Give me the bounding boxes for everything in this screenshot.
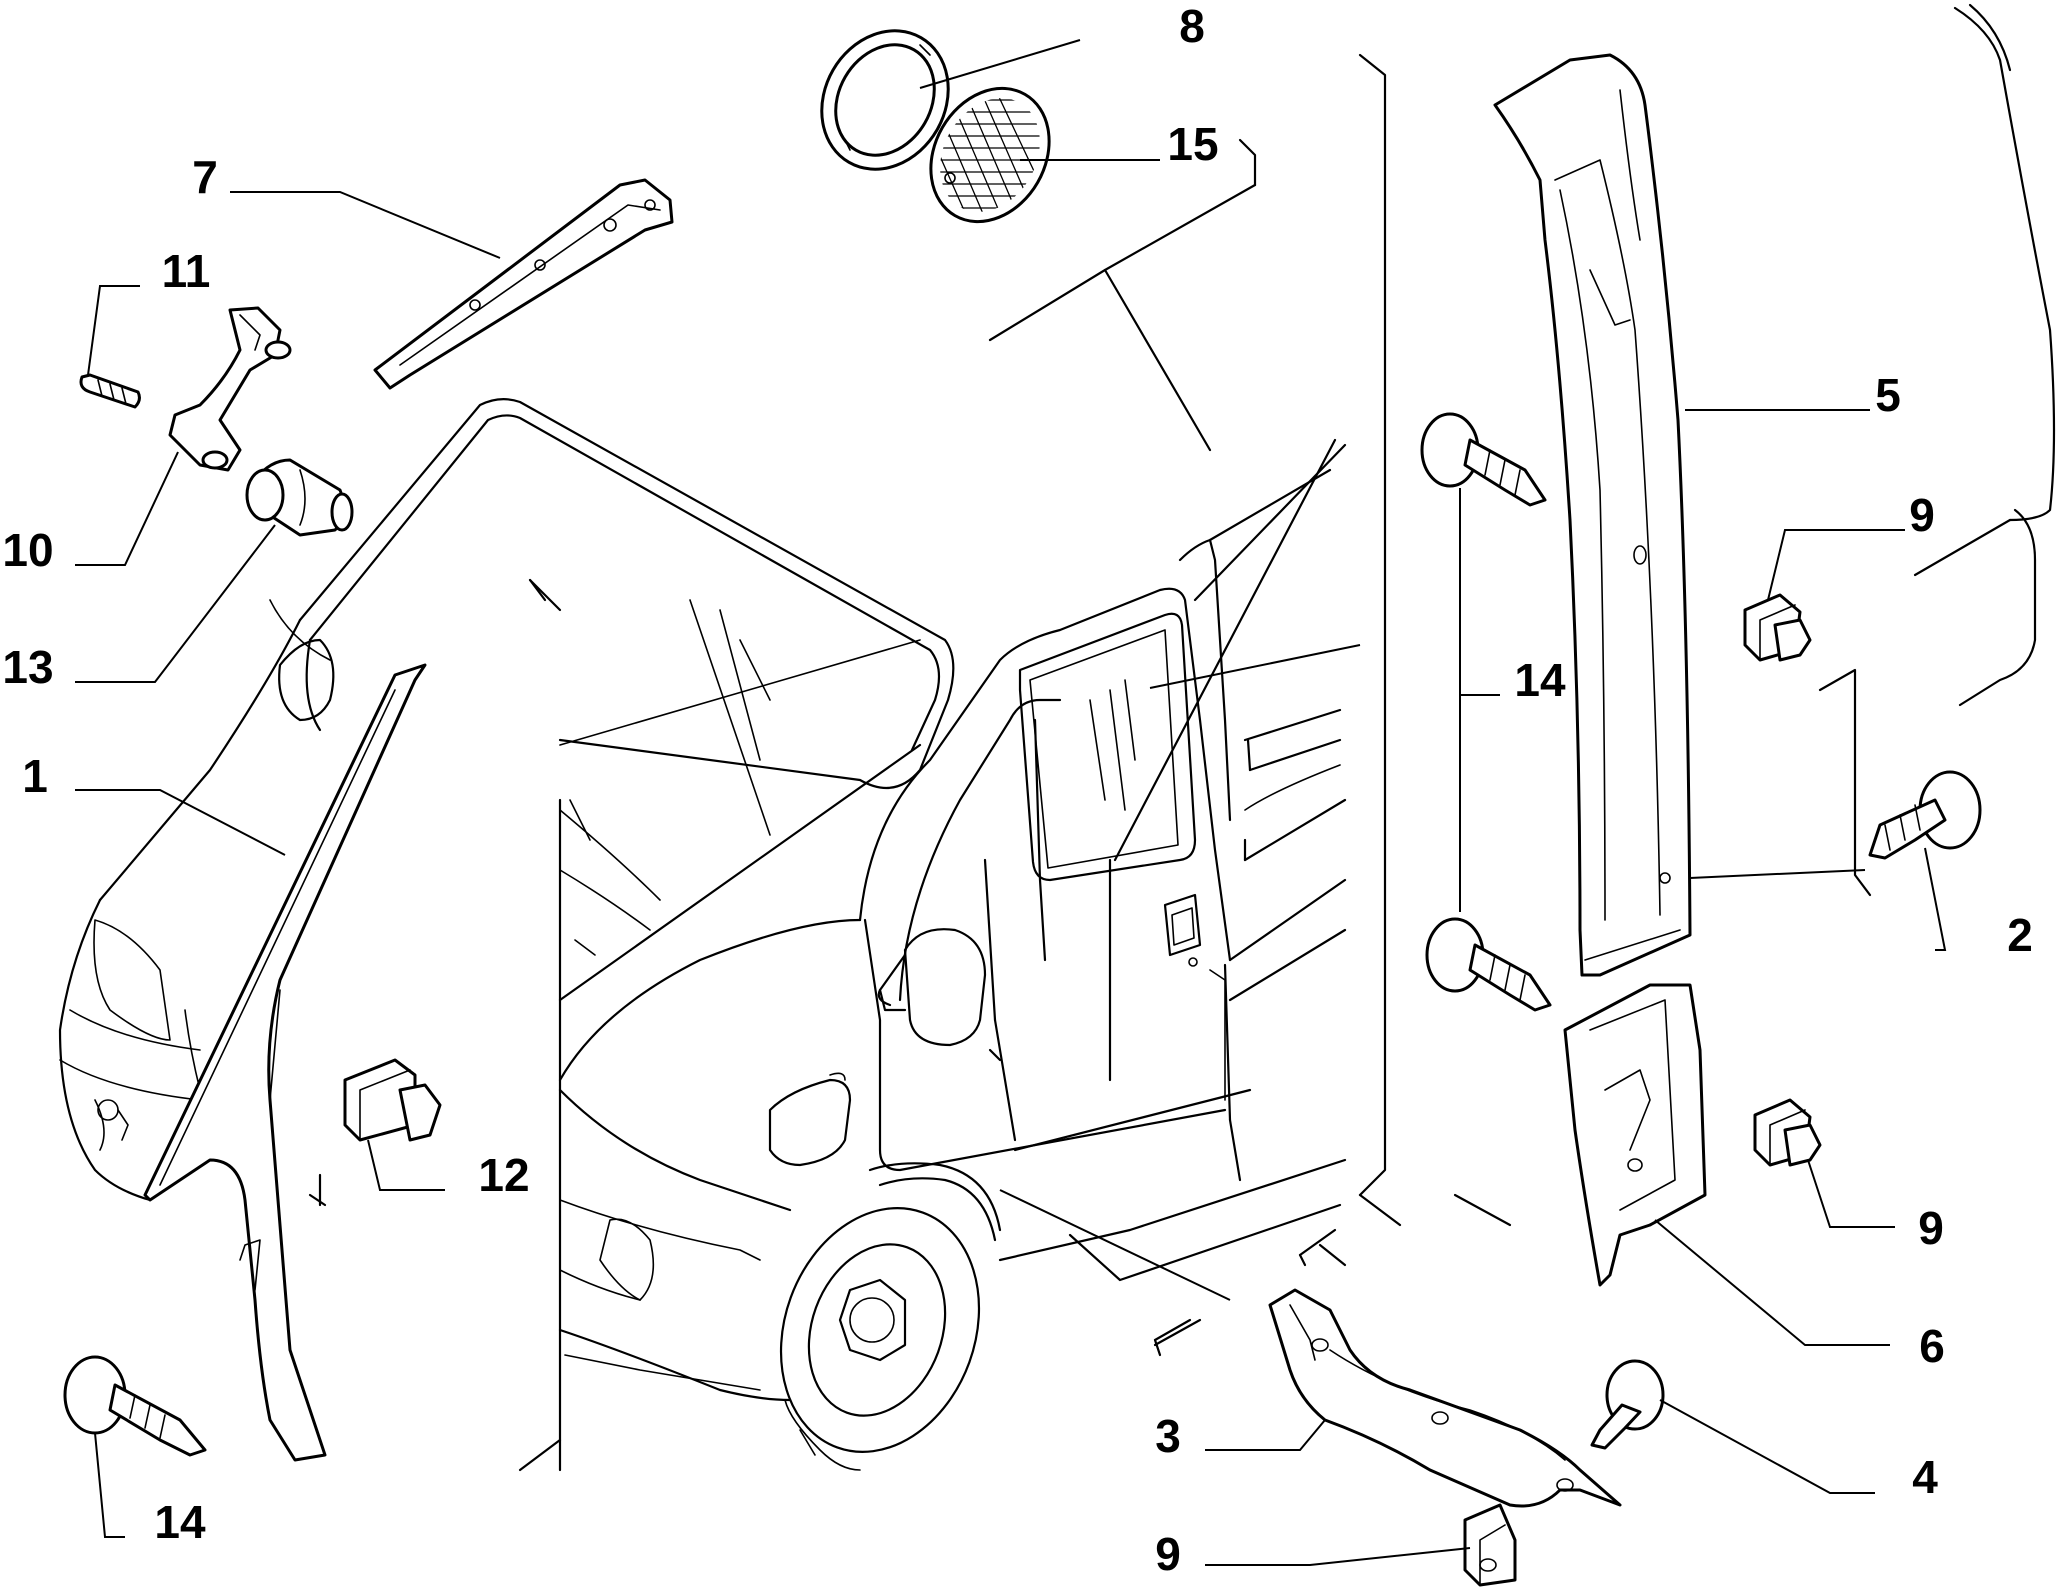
- part-9-clip-lower: [1463, 1503, 1517, 1587]
- callout-15: 15: [1167, 118, 1218, 170]
- part-7-roof-strip: [373, 178, 674, 390]
- part-3-sill-trim: [1268, 1288, 1622, 1508]
- part-9-clip-upper: [1743, 593, 1812, 662]
- part-4-screw: [1590, 1359, 1665, 1450]
- callout-10: 10: [2, 524, 53, 576]
- callout-5: 5: [1875, 369, 1901, 421]
- callout-7: 7: [192, 151, 218, 203]
- callout-14-bottom-left: 14: [154, 1496, 206, 1548]
- part-10-bracket: [168, 306, 292, 472]
- callout-11: 11: [162, 245, 211, 297]
- part-15-mesh-grille: [920, 80, 1060, 230]
- callout-9-lower: 9: [1155, 1528, 1181, 1580]
- part-6-b-pillar-lower: [1563, 983, 1707, 1287]
- part-9-clip-middle: [1753, 1098, 1822, 1167]
- part-2-screw: [1868, 770, 1982, 860]
- callout-1: 1: [22, 750, 48, 802]
- part-1-a-pillar-trim: [143, 663, 427, 1462]
- part-12-clip: [343, 1058, 442, 1142]
- part-14-screw-bottom-left: [63, 1355, 207, 1457]
- part-13-knob: [245, 458, 354, 537]
- part-14-screw-top: [1420, 412, 1547, 507]
- callout-labels: 8 15 7 11 10 13 1 12 14 14 5 9 2 9 6 3 4…: [2, 0, 2032, 1580]
- callout-9-upper: 9: [1909, 489, 1935, 541]
- part-14-screw-lower: [1425, 917, 1552, 1012]
- group-frame-lines: [308, 53, 1872, 1347]
- callout-2: 2: [2007, 909, 2033, 961]
- van-body: [58, 398, 1347, 1472]
- leader-lines: [75, 39, 1947, 1566]
- callout-9-middle: 9: [1918, 1202, 1944, 1254]
- part-11-bolt: [79, 373, 141, 409]
- callout-13: 13: [2, 641, 53, 693]
- callout-6: 6: [1919, 1320, 1945, 1372]
- callout-14-center-right: 14: [1514, 654, 1566, 706]
- part-8-ring: [820, 29, 950, 171]
- callout-8: 8: [1179, 0, 1205, 52]
- callout-12: 12: [478, 1149, 529, 1201]
- van-rear-door: [1913, 3, 2056, 707]
- part-5-b-pillar-upper: [1493, 53, 1692, 977]
- callout-4: 4: [1912, 1451, 1938, 1503]
- callout-3: 3: [1155, 1410, 1181, 1462]
